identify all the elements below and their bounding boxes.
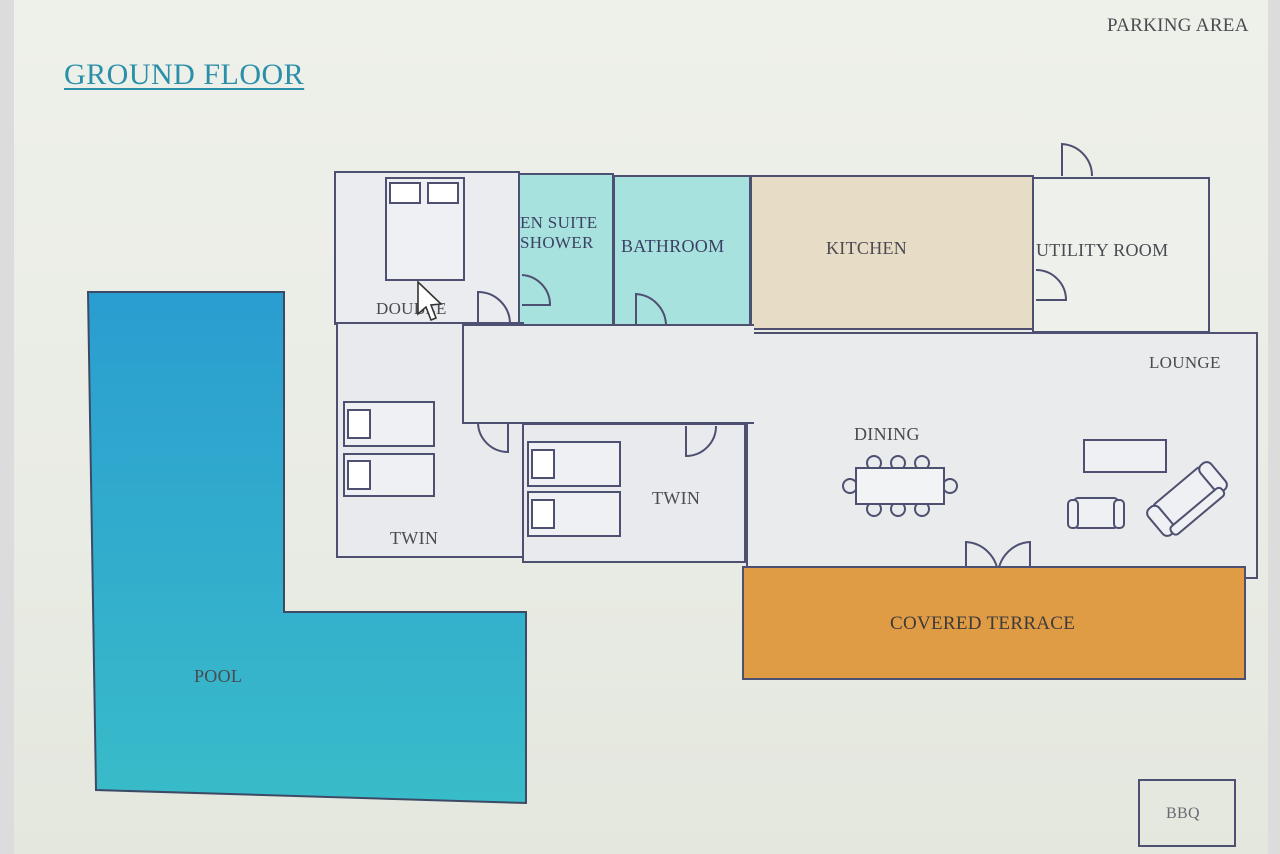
covered-terrace bbox=[742, 566, 1246, 680]
kitchen-label: KITCHEN bbox=[826, 238, 908, 258]
door-swing-icon bbox=[521, 274, 552, 306]
bathroom-label: BATHROOM bbox=[621, 236, 725, 256]
covered-terrace-label: COVERED TERRACE bbox=[890, 613, 1076, 634]
bbq bbox=[1138, 779, 1236, 847]
utility-room-label: UTILITY ROOM bbox=[1036, 240, 1169, 260]
mouse-cursor-icon bbox=[417, 280, 443, 322]
double-bed-icon bbox=[385, 177, 465, 281]
exterior-door-icon bbox=[1061, 142, 1094, 177]
twin-center-label: TWIN bbox=[652, 488, 701, 508]
utility-room bbox=[1032, 177, 1210, 333]
dining-label: DINING bbox=[854, 424, 920, 444]
coffee-table-icon bbox=[1083, 439, 1167, 473]
dining-table-icon bbox=[842, 455, 958, 517]
door-swing-icon bbox=[477, 290, 511, 325]
en-suite-shower bbox=[518, 173, 614, 327]
floor-plan-screen: GROUND FLOOR PARKING AREA POOL DOUBLE EN… bbox=[14, 0, 1268, 854]
armchair-icon bbox=[1067, 497, 1125, 529]
single-beds-icon bbox=[343, 401, 435, 497]
door-swing-icon bbox=[1035, 269, 1068, 301]
hall-junction bbox=[746, 419, 748, 427]
pool bbox=[86, 291, 527, 805]
hallway bbox=[462, 324, 754, 424]
en-suite-label: EN SUITE SHOWER bbox=[520, 213, 598, 252]
sofa-icon bbox=[1146, 461, 1228, 537]
door-swing-icon bbox=[635, 292, 668, 327]
page-title: GROUND FLOOR bbox=[64, 58, 305, 91]
parking-area-label: PARKING AREA bbox=[1107, 15, 1249, 36]
bbq-label: BBQ bbox=[1166, 805, 1200, 822]
single-beds-icon bbox=[527, 441, 621, 537]
twin-left-label: TWIN bbox=[390, 528, 439, 548]
door-swing-icon bbox=[477, 421, 509, 454]
lounge-dining bbox=[746, 332, 1258, 579]
pool-label: POOL bbox=[194, 666, 243, 686]
door-swing-icon bbox=[685, 425, 717, 458]
lounge-label: LOUNGE bbox=[1149, 353, 1221, 372]
